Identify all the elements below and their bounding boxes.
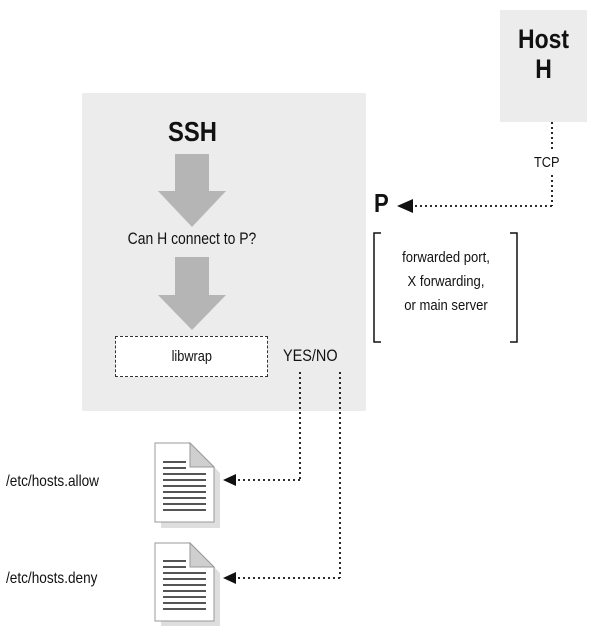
port-p-label: P	[374, 188, 389, 218]
tcp-connection-line	[412, 122, 553, 207]
host-line-1: Host	[518, 24, 569, 54]
right-bracket	[510, 232, 518, 343]
yes-arrowhead	[223, 474, 236, 486]
host-line-2: H	[535, 54, 552, 84]
libwrap-label: libwrap	[171, 348, 212, 365]
yes-no-label: YES/NO	[283, 346, 338, 365]
question-label: Can H connect to P?	[127, 229, 257, 248]
hosts-deny-label: /etc/hosts.deny	[6, 570, 98, 587]
yes-connector-line	[236, 372, 301, 481]
port-type-3: or main server	[404, 297, 488, 314]
tcp-arrowhead	[397, 199, 413, 213]
port-types-text: forwarded port, X forwarding, or main se…	[389, 246, 504, 318]
no-arrowhead	[223, 572, 236, 584]
hosts-allow-document-icon	[154, 441, 220, 528]
no-connector-line	[236, 372, 341, 579]
port-type-2: X forwarding,	[407, 273, 485, 290]
hosts-deny-document-icon	[154, 541, 220, 626]
hosts-allow-label: /etc/hosts.allow	[6, 473, 99, 490]
down-arrow-2	[158, 257, 226, 330]
ssh-title: SSH	[168, 116, 217, 147]
down-arrow-1	[158, 154, 226, 227]
tcp-label: TCP	[534, 154, 560, 171]
host-box	[500, 10, 587, 122]
host-label: Host H	[507, 24, 581, 84]
libwrap-box: libwrap	[115, 336, 268, 377]
port-type-1: forwarded port,	[402, 249, 490, 266]
left-bracket	[373, 232, 381, 343]
